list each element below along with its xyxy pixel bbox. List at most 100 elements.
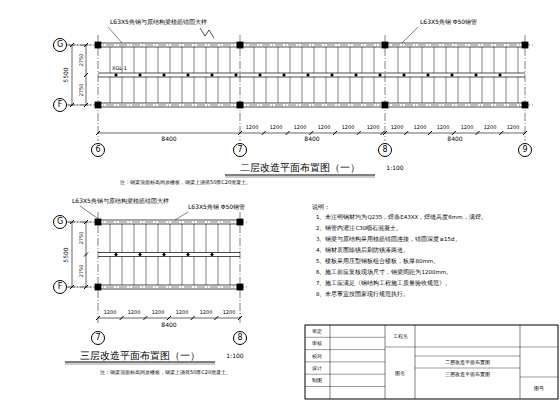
drawing-line [422, 47, 423, 73]
column [522, 42, 528, 48]
drawing-line [167, 316, 171, 320]
drawing-line [374, 77, 375, 103]
drawing-line [338, 77, 339, 103]
plan-text: 审定 [312, 329, 322, 334]
drawing-line [65, 361, 215, 362]
drawing-line [225, 177, 375, 178]
steel-pipe [163, 253, 165, 255]
drawing-line [143, 316, 147, 320]
drawing-line [240, 212, 241, 323]
drawing-line [422, 77, 423, 103]
drawing-line [506, 77, 507, 103]
drawing-line [108, 27, 122, 43]
axis-label: 8 [382, 146, 387, 154]
drawing-line [98, 43, 525, 44]
drawing-line [305, 349, 385, 350]
drawing-line [266, 47, 267, 73]
drawing-line [218, 47, 219, 73]
drawing-line [98, 285, 240, 286]
drawing-line [67, 222, 248, 223]
drawing-line [494, 47, 495, 73]
axis-bubble: 8 [233, 331, 247, 345]
drawing-line [499, 131, 503, 135]
plan-text: 三层改造平面布置图（一） [80, 351, 200, 361]
drawing-line [72, 222, 73, 287]
drawing-line [206, 47, 207, 73]
plan-text: 校对 [312, 354, 322, 359]
drawing-line [290, 77, 291, 103]
drawing-line [170, 47, 171, 73]
drawing-line [98, 289, 240, 290]
plan-text: 1200 [437, 125, 450, 130]
drawing-line [415, 368, 520, 369]
axis-bubble: F [53, 280, 67, 294]
steel-pipe [259, 74, 261, 76]
plan-text: 1200 [391, 125, 404, 130]
drawing-line [470, 77, 471, 103]
drawing-line [134, 77, 135, 103]
column [95, 42, 101, 48]
drawing-line [305, 374, 385, 375]
drawing-line [218, 224, 219, 253]
drawing-line [98, 220, 240, 221]
plan-text: L63X5角钢与原结构梁植筋锚固大样 [72, 198, 169, 204]
drawing-line [218, 257, 219, 286]
drawing-line [482, 47, 483, 73]
drawing-line [122, 257, 123, 286]
drawing-line [98, 107, 525, 108]
drawing-line [191, 316, 195, 320]
dimension-text: 2750 [79, 265, 84, 278]
drawing-line [415, 325, 416, 399]
plan-text: 图名 [395, 371, 405, 376]
plan-text: 1200 [318, 125, 331, 130]
drawing-line [374, 47, 375, 73]
drawing-line [362, 47, 363, 73]
plan-text: 注：钢梁顶面标高同原楼板，钢梁上浇筑50厚C20混凝土。 [120, 180, 251, 185]
drawing-line [146, 47, 147, 73]
dimension-text: 2750 [79, 84, 84, 97]
plan-text: 审核 [312, 341, 322, 346]
plan-text: L63X5角钢与原结构梁植筋锚固大样 [110, 19, 207, 25]
drawing-line [302, 77, 303, 103]
drawing-line [65, 364, 215, 365]
drawing-line [410, 47, 411, 73]
drawing-line [333, 131, 337, 135]
drawing-line [238, 131, 242, 135]
plan-text: 1200 [223, 310, 236, 315]
drawing-line [182, 224, 183, 253]
plan-text: 说明： [312, 204, 330, 210]
drawing-line [238, 131, 242, 135]
drawing-line [518, 77, 519, 103]
title-block [305, 325, 558, 399]
drawing-line [98, 252, 240, 253]
drawing-line [200, 28, 205, 36]
column [382, 42, 388, 48]
drawing-line [286, 131, 290, 135]
drawing-line [404, 131, 408, 135]
axis-bubble: 7 [233, 143, 247, 157]
dimension-text: 2750 [79, 54, 84, 67]
plan-text: 4、钢材表面除锈后刷防锈漆两道。 [316, 248, 410, 254]
drawing-line [194, 257, 195, 286]
drawing-line [278, 77, 279, 103]
column [95, 219, 101, 225]
plan-text: XGL-1 [112, 66, 127, 71]
steel-pipe [475, 74, 477, 76]
axis-label: 6 [95, 146, 100, 154]
axis-label: 9 [522, 146, 527, 154]
drawing-line [230, 47, 231, 73]
plan-text: 8400 [447, 136, 462, 142]
drawing-line [398, 77, 399, 103]
drawing-line [98, 77, 525, 78]
drawing-line [381, 131, 385, 135]
axis-bubble: F [53, 98, 67, 112]
steel-pipe [187, 253, 189, 255]
plan-text: 二层改造平面布置图 [445, 360, 490, 365]
steel-pipe [235, 74, 237, 76]
plan-text: 1、未注明钢材均为Q235，焊条E43XX，焊缝高度6mm，满焊。 [316, 215, 487, 221]
drawing-line [146, 224, 147, 253]
drawing-line [80, 206, 100, 220]
drawing-line [214, 316, 218, 320]
axis-bubble: 6 [91, 143, 105, 157]
drawing-line [68, 222, 92, 223]
